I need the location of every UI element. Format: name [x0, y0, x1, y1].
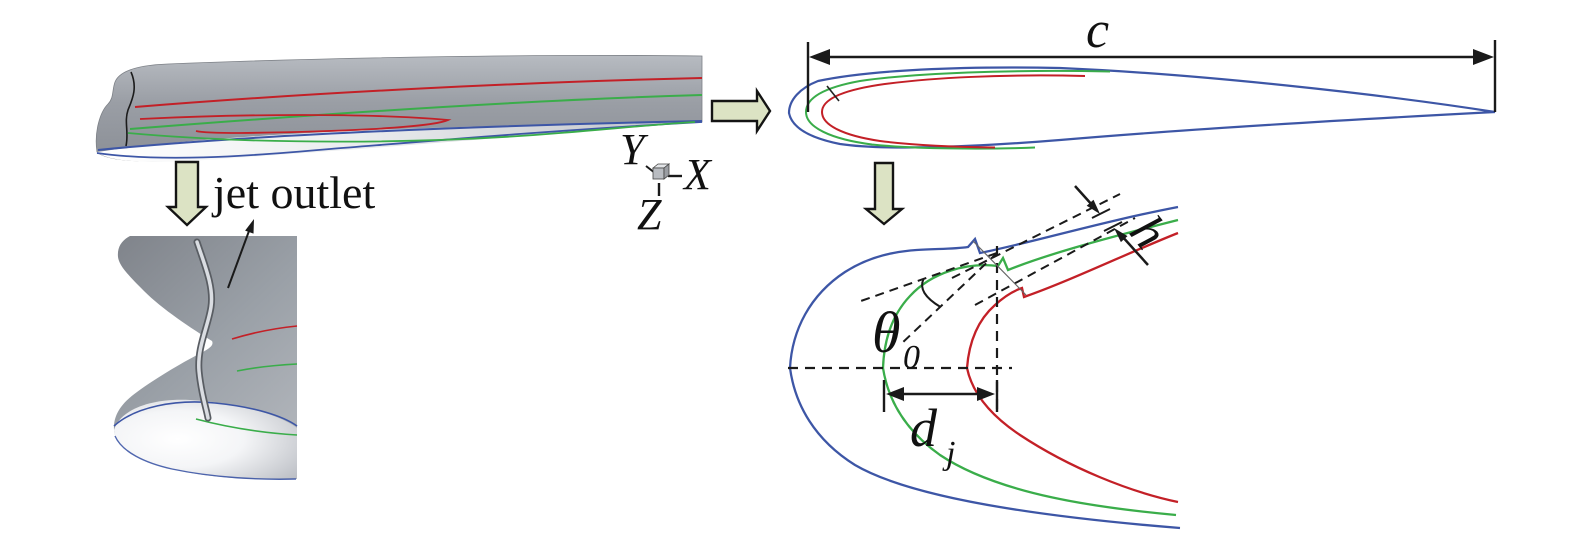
closeup-rim-blue-upper: [113, 401, 298, 427]
down-block-arrow-right: [862, 161, 906, 226]
axis-y-label: Y: [620, 125, 649, 174]
theta-dimension: θ 0: [872, 300, 920, 376]
chord-arrowhead-left: [809, 49, 830, 65]
wing-rim-blue-lower: [96, 121, 703, 159]
airfoil-slot-tick: [826, 85, 840, 102]
axis-x-label: X: [682, 150, 713, 199]
wing-slot-line: [125, 71, 135, 147]
theta-subscript: 0: [903, 339, 920, 376]
wing-3d-view: [95, 54, 703, 162]
down-block-arrow-left: [164, 160, 210, 227]
origin-cube-side: [663, 163, 670, 180]
dj-subscript: j: [942, 435, 955, 472]
channel-dashed-lower: [974, 217, 1136, 306]
wing-contour-red-upper: [134, 77, 703, 108]
dj-arrowhead-left: [886, 387, 904, 401]
chord-dimension: c: [806, 2, 1497, 112]
theta-symbol: θ: [872, 300, 901, 365]
chord-label: c: [1086, 2, 1109, 59]
closeup-contour-red-top: [231, 325, 298, 340]
wing-rim-blue-upper: [97, 120, 703, 151]
wing-contour-green-upper: [129, 94, 703, 130]
coordinate-triad: Y X Z: [620, 125, 713, 239]
theta-dashed-jet-axis: [899, 252, 998, 346]
closeup-underside-lobe: [114, 399, 297, 479]
theta-angle-arc: [921, 278, 942, 308]
h-arrow-line-upper: [1074, 185, 1094, 207]
detail-curve-blue: [788, 205, 1181, 530]
dj-arrowhead-right: [977, 387, 995, 401]
wing-contour-red-loop: [139, 114, 452, 134]
detail-curve-green: [881, 218, 1179, 517]
jet-outlet-closeup: [113, 236, 298, 480]
right-block-arrow: [710, 86, 772, 136]
axis-z-label: Z: [637, 190, 662, 239]
h-tick-lower: [1103, 221, 1123, 232]
closeup-groove-inner: [195, 240, 214, 420]
jet-outlet-annotation: jet outlet: [164, 160, 375, 289]
wing-contour-green-lower: [127, 121, 696, 143]
origin-cube-front: [652, 167, 665, 180]
closeup-rim-blue-lower: [114, 435, 297, 480]
closeup-contour-green-lobe: [195, 418, 298, 436]
h-tick-upper: [1091, 208, 1111, 219]
h-arrow-line-lower: [1120, 234, 1149, 266]
airfoil-profile-view: [787, 66, 1496, 226]
leading-edge-detail: θ 0 d j h: [788, 185, 1181, 530]
detail-curve-red: [965, 231, 1179, 504]
h-arrowhead-upper: [1086, 199, 1100, 214]
jet-outlet-leader-arrowhead: [245, 219, 254, 234]
theta-dashed-tangent: [857, 252, 998, 303]
jet-outlet-leader-line: [227, 230, 250, 289]
h-arrowhead-lower: [1114, 228, 1128, 243]
dj-symbol: d: [910, 398, 938, 458]
airfoil-outline-blue: [787, 66, 1496, 149]
airfoil-leading-edge-red: [820, 74, 1086, 149]
airfoil-leading-edge-green: [804, 69, 1111, 150]
slot-cross-section-line: [972, 240, 1027, 296]
dj-dimension: d j: [882, 380, 999, 472]
closeup-contour-green-top: [236, 363, 298, 372]
jet-outlet-label: jet outlet: [211, 167, 375, 218]
chord-arrowhead-right: [1473, 49, 1494, 65]
